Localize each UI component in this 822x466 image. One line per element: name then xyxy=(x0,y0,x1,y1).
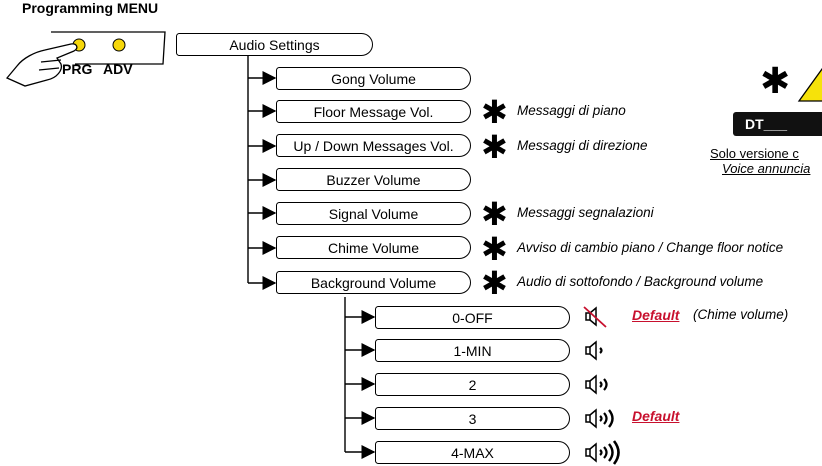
menu-floor-message-vol[interactable]: Floor Message Vol. xyxy=(276,100,471,123)
star-floor-message: ✱ xyxy=(481,93,508,131)
adv-label: ADV xyxy=(103,61,133,77)
note-chime: Avviso di cambio piano / Change floor no… xyxy=(517,240,784,255)
default-label-off: Default xyxy=(632,307,680,323)
star-signal: ✱ xyxy=(481,195,508,233)
chime-volume-note: (Chime volume) xyxy=(693,307,789,322)
star-up-down-messages: ✱ xyxy=(481,128,508,166)
star-chime: ✱ xyxy=(481,230,508,268)
menu-gong-volume[interactable]: Gong Volume xyxy=(276,67,471,90)
keypad-panel xyxy=(5,31,166,87)
menu-chime-volume[interactable]: Chime Volume xyxy=(276,236,471,259)
model-badge: DT___ xyxy=(733,112,822,136)
hand-icon xyxy=(5,43,78,87)
adv-button[interactable] xyxy=(112,38,126,52)
star-background: ✱ xyxy=(481,264,508,302)
legend-line-1: Solo versione c xyxy=(710,146,799,161)
level-0-off[interactable]: 0-OFF xyxy=(375,306,570,329)
default-label-3: Default xyxy=(632,408,680,424)
menu-up-down-messages-vol[interactable]: Up / Down Messages Vol. xyxy=(276,134,471,157)
legend-star-icon: ✱ xyxy=(760,61,791,102)
menu-buzzer-volume[interactable]: Buzzer Volume xyxy=(276,168,471,191)
note-up-down-messages: Messaggi di direzione xyxy=(517,138,648,153)
level-1-min[interactable]: 1-MIN xyxy=(375,339,570,362)
page-title: Programming MENU xyxy=(22,0,159,16)
legend-line-2: Voice annuncia xyxy=(722,161,811,176)
menu-background-volume[interactable]: Background Volume xyxy=(276,271,471,294)
note-floor-message: Messaggi di piano xyxy=(517,103,626,118)
level-2[interactable]: 2 xyxy=(375,373,570,396)
menu-audio-settings[interactable]: Audio Settings xyxy=(176,33,373,56)
speaker-medium-icon xyxy=(585,374,608,395)
menu-signal-volume[interactable]: Signal Volume xyxy=(276,202,471,225)
warning-icon xyxy=(797,67,822,102)
note-signal: Messaggi segnalazioni xyxy=(517,205,654,220)
note-background: Audio di sottofondo / Background volume xyxy=(517,274,764,289)
level-4-max[interactable]: 4-MAX xyxy=(375,441,570,464)
prg-label: PRG xyxy=(62,61,93,77)
speaker-high-icon xyxy=(585,408,614,429)
speaker-max-icon xyxy=(585,440,620,465)
speaker-muted-icon xyxy=(583,306,607,328)
model-label: DT___ xyxy=(745,116,788,132)
speaker-low-icon xyxy=(585,340,603,361)
level-3[interactable]: 3 xyxy=(375,407,570,430)
